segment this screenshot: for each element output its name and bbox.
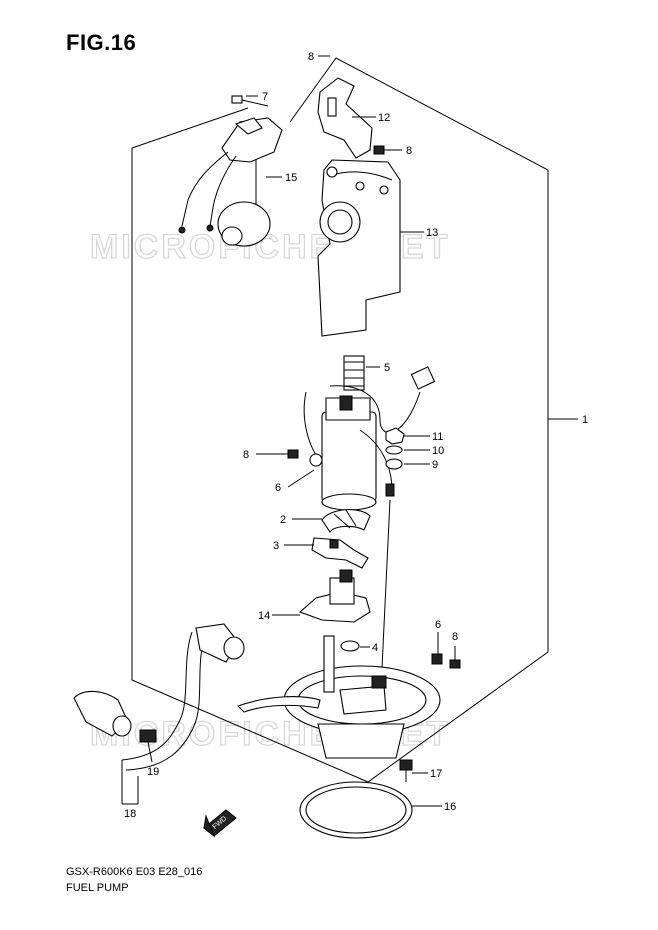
forward-arrow-icon: FWD	[203, 809, 237, 838]
label-15: 15	[285, 172, 297, 184]
screw-8-left	[270, 449, 299, 459]
label-3: 3	[273, 540, 279, 552]
fuel-pump-body	[303, 366, 436, 511]
label-8-top: 8	[308, 51, 314, 63]
washer-9	[385, 458, 403, 470]
label-17: 17	[430, 768, 442, 780]
nut-11	[385, 427, 405, 445]
float-sender-15	[178, 95, 283, 247]
label-16: 16	[444, 801, 456, 813]
label-8-left: 8	[243, 449, 249, 461]
reservoir-13	[317, 159, 401, 337]
washer-4	[340, 640, 360, 652]
holder-3	[311, 537, 369, 569]
label-11: 11	[432, 431, 443, 443]
filter-ring-2	[321, 509, 371, 533]
label-6-left: 6	[275, 482, 281, 494]
label-6-right: 6	[435, 619, 441, 631]
fuel-hose-18	[73, 623, 245, 771]
label-8-right: 8	[452, 631, 458, 643]
label-7: 7	[262, 91, 268, 103]
label-5: 5	[384, 362, 390, 374]
label-8-upper-right: 8	[406, 145, 412, 157]
base-plate	[236, 635, 441, 759]
assembly-outline	[131, 57, 549, 783]
o-ring-16	[299, 781, 413, 839]
bracket-14	[298, 569, 371, 623]
label-4: 4	[372, 642, 378, 654]
clip-6	[431, 653, 443, 665]
label-14: 14	[258, 610, 270, 622]
label-19: 19	[147, 766, 159, 778]
washer-10	[385, 445, 403, 455]
figure-title: FIG.16	[66, 30, 137, 55]
label-12: 12	[378, 112, 390, 124]
ground-wire	[381, 499, 391, 669]
figure-code: GSX-R600K6 E03 E28_016	[66, 866, 203, 878]
label-10: 10	[432, 445, 444, 457]
bolt-17	[399, 759, 413, 782]
bracket-12	[317, 77, 373, 159]
label-2: 2	[280, 514, 286, 526]
label-18: 18	[124, 808, 136, 820]
leader-lines	[121, 55, 578, 807]
label-1: 1	[582, 414, 588, 426]
label-9: 9	[432, 459, 438, 471]
screw-8-right	[449, 646, 461, 669]
figure-name: FUEL PUMP	[66, 882, 129, 894]
spring-5	[343, 355, 365, 391]
label-13: 13	[426, 227, 438, 239]
